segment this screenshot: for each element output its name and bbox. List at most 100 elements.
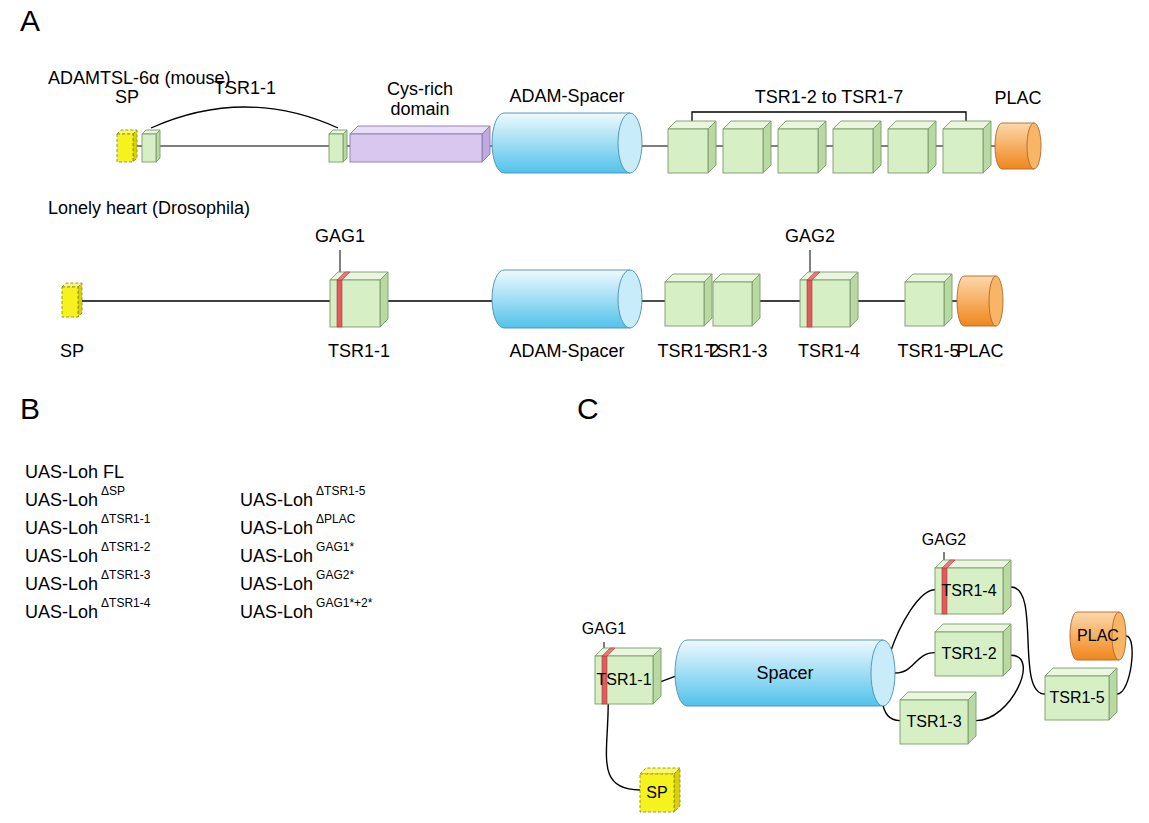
domain-box-shape <box>62 283 82 317</box>
tsr-domain-box <box>723 121 771 173</box>
text-label: Lonely heart (Drosophila) <box>48 198 250 219</box>
box-front-face <box>640 774 674 812</box>
construct-name: UAS-Loh <box>25 490 98 511</box>
construct-name: UAS-Loh FL <box>25 462 124 483</box>
gag-tick <box>810 250 811 272</box>
construct-superscript: GAG1*+2* <box>316 597 372 611</box>
box-top-face <box>350 126 490 134</box>
domain-box-shape <box>350 126 490 162</box>
tsr-domain-box <box>943 121 991 173</box>
cylinder-cap <box>618 113 642 173</box>
domain-box: SP <box>62 283 82 317</box>
domain-label: TSR1-3 <box>705 341 767 362</box>
box-side-face <box>133 130 137 162</box>
box-side-face <box>763 121 771 173</box>
tsr-domain-box <box>778 121 826 173</box>
text-label: GAG1 <box>315 226 365 247</box>
domain-box-shape <box>329 130 347 162</box>
construct-superscript: ΔSP <box>101 485 125 499</box>
box-front-face <box>142 134 156 162</box>
box-side-face <box>704 274 712 326</box>
linker-line <box>952 300 957 301</box>
domain-cylinder: PLAC <box>995 123 1041 169</box>
box-side-face <box>873 121 881 173</box>
construct-name: UAS-Loh <box>25 574 98 595</box>
domain-box: Cys-rich domain <box>350 126 490 162</box>
construct-name: UAS-Loh <box>25 546 98 567</box>
cylinder-cap <box>618 270 642 328</box>
text-label: ADAMTSL-6α (mouse) <box>48 68 230 89</box>
box-front-face <box>665 282 704 326</box>
domain-box-shape <box>800 272 858 327</box>
box-side-face <box>1003 560 1011 614</box>
gag-site-stripe <box>602 648 615 656</box>
domain-label: TSR1-4 <box>935 568 1003 614</box>
box-side-face <box>343 130 347 162</box>
text-label: TSR1-1 <box>214 78 276 99</box>
box-side-face <box>928 121 936 173</box>
linker-line <box>895 653 935 673</box>
box-front-face <box>935 568 1003 614</box>
tsr-domain-box <box>142 130 160 162</box>
domain-box: TSR1-5 <box>1045 668 1117 720</box>
domain-box: SP <box>640 768 680 812</box>
box-side-face <box>1109 668 1117 720</box>
linker-line <box>858 300 905 301</box>
linker-line <box>642 300 665 301</box>
domain-box-shape <box>668 121 716 173</box>
domain-label: PLAC <box>1077 612 1119 660</box>
tsr-domain-box <box>833 121 881 173</box>
box-side-face <box>944 274 952 326</box>
text-label: GAG2 <box>922 531 966 549</box>
domain-label: SP <box>115 87 139 108</box>
box-front-face <box>905 282 944 326</box>
domain-label: PLAC <box>994 88 1041 109</box>
box-front-face <box>888 129 928 173</box>
box-top-face <box>595 648 661 656</box>
box-top-face <box>640 768 680 774</box>
box-front-face <box>778 129 818 173</box>
domain-label: SP <box>60 341 84 362</box>
linker-line <box>388 300 492 301</box>
domain-label: TSR1-5 <box>897 341 959 362</box>
cylinder-shape <box>957 276 1003 326</box>
domain-box-shape <box>778 121 826 173</box>
linker-line <box>1011 587 1045 694</box>
domain-box-shape <box>713 274 760 326</box>
domain-label: TSR1-2 <box>935 632 1003 676</box>
box-top-face <box>1045 668 1117 676</box>
domain-label: TSR1-5 <box>1045 676 1109 720</box>
box-side-face <box>156 130 160 162</box>
box-top-face <box>935 624 1011 632</box>
construct-name: UAS-Loh <box>240 602 313 623</box>
box-front-face <box>723 129 763 173</box>
domain-cylinder: Spacer <box>675 640 895 706</box>
box-front-face <box>935 632 1003 676</box>
construct-name: UAS-Loh <box>240 574 313 595</box>
box-front-face <box>329 134 343 162</box>
linker-line <box>82 300 330 301</box>
box-side-face <box>708 121 716 173</box>
construct-superscript: ΔTSR1-2 <box>101 541 150 555</box>
gag-tick <box>340 250 341 272</box>
panel-letter: B <box>20 392 40 427</box>
linker-line <box>760 300 800 301</box>
gag-site-stripe <box>807 280 812 327</box>
box-side-face <box>482 126 490 162</box>
box-front-face <box>713 282 752 326</box>
domain-box-shape <box>142 130 160 162</box>
cylinder-cap <box>1027 123 1041 169</box>
text-label: GAG2 <box>785 226 835 247</box>
construct-name: UAS-Loh <box>240 490 313 511</box>
gag-site-stripe <box>337 280 342 327</box>
domain-label: Cys-rich domain <box>370 79 470 120</box>
box-side-face <box>752 274 760 326</box>
text-label: GAG1 <box>582 620 626 638</box>
domain-box: TSR1-5 <box>905 274 952 326</box>
domain-cylinder: PLAC <box>1070 612 1126 660</box>
tsr-domain-box <box>329 130 347 162</box>
domain-box-shape <box>723 121 771 173</box>
linker-line <box>661 676 675 681</box>
